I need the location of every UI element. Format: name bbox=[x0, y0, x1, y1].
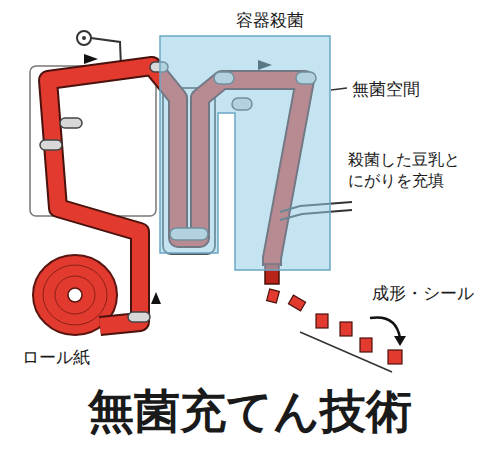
turn-arrow-head bbox=[394, 336, 406, 346]
callout-label: 無菌空間 bbox=[352, 78, 420, 100]
turn-arrow bbox=[370, 317, 400, 338]
flow-arrow bbox=[151, 292, 161, 304]
roll-label: ロール紙 bbox=[22, 346, 90, 368]
chamber-shape bbox=[160, 36, 330, 270]
chamber-heading: 容器殺菌 bbox=[236, 10, 304, 30]
diagram-title: 無菌充てん技術 bbox=[0, 384, 500, 439]
flow-arrow bbox=[84, 54, 98, 64]
filling-label: 殺菌した豆乳と にがりを充填 bbox=[348, 150, 468, 192]
leader-line bbox=[331, 88, 347, 90]
conveyor bbox=[300, 332, 392, 372]
forming-label: 成形・シール bbox=[372, 282, 474, 304]
chamber-outline bbox=[158, 6, 338, 274]
pulley bbox=[77, 31, 91, 45]
sterile-chamber: 容器殺菌 bbox=[158, 6, 338, 274]
